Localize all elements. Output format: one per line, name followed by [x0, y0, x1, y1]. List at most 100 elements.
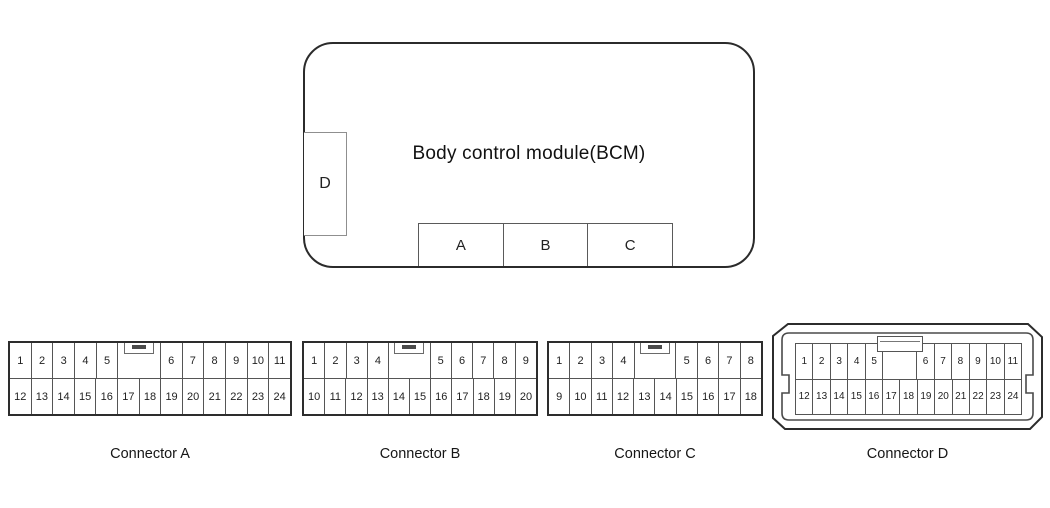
pin-D-8: 8: [952, 344, 970, 379]
pin-A-16: 16: [96, 379, 119, 414]
bcm-port-c: C: [587, 223, 674, 266]
pin-B-12: 12: [346, 379, 368, 414]
pin-C-14: 14: [655, 379, 677, 414]
pin-D-2: 2: [813, 344, 831, 379]
pin-A-2: 2: [32, 343, 54, 378]
pin-B-1: 1: [304, 343, 326, 378]
bcm-title: Body control module(BCM): [412, 143, 646, 164]
pin-D-24: 24: [1007, 391, 1019, 403]
pin-A-10: 10: [248, 343, 270, 378]
pin-D-7: 7: [935, 344, 953, 379]
pin-B-18: 18: [474, 379, 495, 414]
pin-B-5: 5: [431, 343, 452, 378]
pin-D-6: 6: [917, 344, 935, 379]
pin-D-23: 23: [987, 379, 1005, 414]
pin-C-10: 10: [570, 379, 592, 414]
key-tab-lip: [879, 341, 920, 342]
bcm-port-d: D: [304, 132, 347, 236]
pin-D-9: 9: [970, 344, 988, 379]
pin-B-9: 9: [522, 354, 529, 367]
connector-d-caption: Connector D: [866, 446, 949, 462]
pin-D-3: 3: [831, 344, 849, 379]
pin-A-17: 17: [118, 379, 140, 414]
pin-C-17: 17: [719, 379, 741, 414]
pin-B-7: 7: [473, 343, 495, 378]
pin-B-13: 13: [368, 379, 389, 414]
pin-B-11: 11: [325, 379, 347, 414]
pin-D-1: 1: [796, 344, 814, 379]
key-tab-bar: [132, 345, 147, 349]
pin-A-19: 19: [161, 379, 183, 414]
pin-D-14: 14: [831, 379, 849, 414]
pin-B-20: 20: [519, 390, 533, 403]
pin-B-2: 2: [325, 343, 347, 378]
pin-A-7: 7: [183, 343, 205, 378]
pin-C-16: 16: [698, 379, 720, 414]
pin-A-15: 15: [75, 379, 97, 414]
pin-A-20: 20: [183, 379, 205, 414]
pin-D-17: 17: [883, 379, 901, 414]
pin-C-5: 5: [676, 343, 698, 378]
pin-C-6: 6: [698, 343, 720, 378]
pin-A-13: 13: [32, 379, 54, 414]
pin-B-19: 19: [495, 379, 516, 414]
pin-A-6: 6: [161, 343, 183, 378]
pin-D-20: 20: [935, 379, 953, 414]
pin-D-13: 13: [813, 379, 831, 414]
pin-A-22: 22: [226, 379, 248, 414]
pin-C-1: 1: [549, 343, 571, 378]
pin-D-10: 10: [987, 344, 1005, 379]
key-tab-bar: [648, 345, 663, 349]
pin-A-12: 12: [10, 379, 32, 414]
pin-C-7: 7: [719, 343, 741, 378]
pin-C-18: 18: [744, 390, 757, 403]
pin-A-1: 1: [10, 343, 32, 378]
pin-C-4: 4: [613, 343, 635, 378]
pin-D-19: 19: [918, 379, 936, 414]
bcm-port-d-label: D: [319, 175, 331, 192]
pin-D-15: 15: [848, 379, 866, 414]
pin-B-3: 3: [347, 343, 368, 378]
connector-C-key-slot: [635, 343, 677, 378]
connector-key-tab: [124, 343, 155, 354]
bcm-port-b: B: [502, 223, 588, 266]
pin-D-18: 18: [900, 379, 918, 414]
pin-A-23: 23: [248, 379, 270, 414]
pin-D-11: 11: [1007, 355, 1019, 367]
connector-a-caption: Connector A: [110, 446, 190, 462]
key-tab-bar: [402, 345, 417, 349]
pin-A-11: 11: [273, 354, 286, 367]
pin-A-8: 8: [204, 343, 226, 378]
pin-A-5: 5: [97, 343, 119, 378]
pin-D-5: 5: [866, 344, 884, 379]
pin-D-4: 4: [848, 344, 866, 379]
pin-D-22: 22: [970, 379, 988, 414]
pin-B-8: 8: [494, 343, 516, 378]
connector-A-key-slot: [118, 343, 161, 378]
pin-C-8: 8: [747, 354, 754, 367]
pin-C-9: 9: [549, 379, 571, 414]
pin-D-21: 21: [953, 379, 970, 414]
pin-C-3: 3: [592, 343, 614, 378]
pin-B-4: 4: [368, 343, 390, 378]
pin-B-16: 16: [431, 379, 453, 414]
pin-B-15: 15: [410, 379, 432, 414]
connector-c-caption: Connector C: [614, 446, 696, 462]
pin-D-12: 12: [796, 379, 814, 414]
connector-key-tab: [394, 343, 425, 354]
